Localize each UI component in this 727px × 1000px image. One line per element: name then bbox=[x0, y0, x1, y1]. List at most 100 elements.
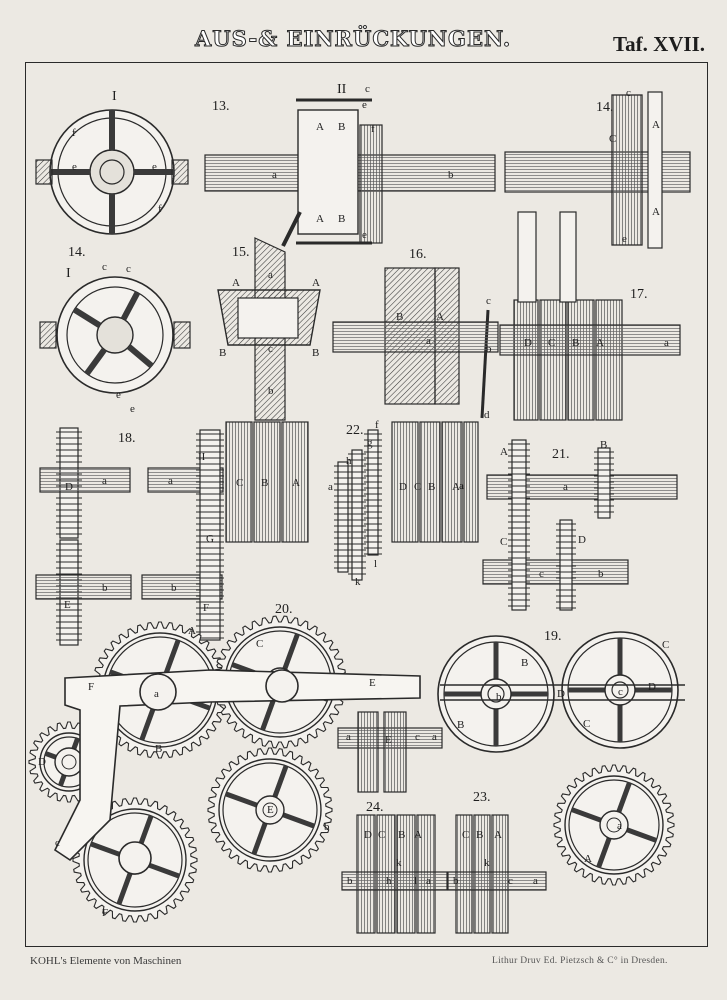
part-label: f bbox=[158, 203, 162, 215]
figure-23-shaft bbox=[447, 871, 547, 891]
part-label: D bbox=[557, 688, 565, 700]
ring-hub bbox=[89, 149, 135, 195]
wheel-bore bbox=[487, 685, 505, 703]
figure-number: 15. bbox=[232, 245, 250, 260]
gear-rim bbox=[564, 775, 664, 875]
gear-spoke bbox=[272, 764, 289, 799]
part-label: b bbox=[448, 169, 454, 181]
part-label: D bbox=[38, 756, 46, 768]
lever-arm-body bbox=[53, 669, 421, 862]
ring-spoke bbox=[84, 347, 107, 376]
part-label: B bbox=[312, 347, 319, 359]
part-label: b bbox=[102, 582, 108, 594]
lever-pivot bbox=[139, 673, 177, 711]
footer-credit-book: KOHL's Elemente von Maschinen bbox=[30, 955, 182, 967]
part-label: B bbox=[338, 213, 345, 225]
part-label: a bbox=[272, 169, 277, 181]
part-label: C bbox=[378, 829, 385, 841]
part-label: a bbox=[459, 480, 464, 492]
gear-spoke bbox=[224, 791, 259, 808]
gear-side bbox=[337, 461, 349, 573]
coupling-disc bbox=[611, 94, 643, 246]
coupling-body bbox=[297, 109, 359, 235]
pulley-face bbox=[567, 299, 595, 421]
figure-13-coupling bbox=[281, 98, 383, 247]
pulley-face bbox=[419, 421, 441, 543]
part-label: A bbox=[414, 829, 422, 841]
part-label: b bbox=[453, 875, 459, 887]
figure-14-coupling bbox=[611, 91, 663, 249]
ring-lug bbox=[171, 159, 189, 185]
part-label: B bbox=[521, 657, 528, 669]
part-label: A bbox=[292, 477, 300, 489]
figure-number: 19. bbox=[544, 629, 562, 644]
part-label: c bbox=[539, 568, 544, 580]
coupling-disc bbox=[359, 124, 383, 244]
figure-number: 14. bbox=[68, 245, 86, 260]
part-label: C bbox=[236, 477, 243, 489]
part-label: E bbox=[64, 599, 71, 611]
pulley-face bbox=[595, 299, 623, 421]
part-label: a bbox=[346, 731, 351, 743]
part-label: b bbox=[486, 343, 492, 355]
figure-17-shaft bbox=[499, 324, 681, 356]
part-label: a bbox=[426, 335, 431, 347]
part-label: D bbox=[578, 534, 586, 546]
part-label: a bbox=[426, 875, 431, 887]
gear-bore bbox=[606, 817, 622, 833]
gear-spoke bbox=[596, 836, 612, 869]
part-label: B bbox=[457, 719, 464, 731]
ring-spoke bbox=[126, 344, 154, 369]
pulley-face bbox=[281, 421, 309, 543]
part-label: A bbox=[232, 277, 240, 289]
figure-18-shaft-a bbox=[39, 467, 131, 493]
figure-21-gear-A bbox=[508, 439, 530, 611]
part-label: C bbox=[548, 337, 555, 349]
figure-15-section bbox=[217, 237, 321, 421]
gear-spoke bbox=[137, 814, 154, 849]
gear-side bbox=[367, 429, 379, 556]
figure-number: 22. bbox=[346, 423, 364, 438]
part-label: E bbox=[385, 734, 392, 746]
gear-rim-inner bbox=[222, 762, 318, 858]
gear-hub bbox=[255, 795, 285, 825]
part-label: g bbox=[367, 437, 373, 449]
part-label: c bbox=[365, 83, 370, 95]
part-label: A bbox=[452, 481, 460, 493]
gear-spoke bbox=[146, 862, 181, 879]
part-label: e bbox=[152, 161, 157, 173]
part-label: h bbox=[386, 875, 392, 887]
figure-19-gear-a bbox=[553, 764, 675, 886]
part-label: c bbox=[102, 261, 107, 273]
part-label: l bbox=[414, 875, 417, 887]
part-label: E bbox=[267, 804, 274, 816]
lever-pivot bbox=[265, 669, 299, 703]
gear-spoke bbox=[44, 751, 58, 760]
wheel-hub bbox=[604, 674, 636, 706]
gear-side bbox=[511, 439, 527, 611]
part-label: A bbox=[584, 853, 592, 865]
part-label: A bbox=[316, 213, 324, 225]
gear-rim-inner bbox=[87, 812, 183, 908]
coupling-plate bbox=[647, 91, 663, 249]
pulley-face bbox=[225, 421, 253, 543]
part-label: e bbox=[130, 403, 135, 415]
figure-14-I-ring bbox=[39, 276, 191, 394]
part-label: A bbox=[652, 206, 660, 218]
part-label: F bbox=[88, 681, 94, 693]
part-label: b bbox=[268, 385, 274, 397]
figure-number: 17. bbox=[630, 287, 648, 302]
gear-spoke bbox=[282, 633, 300, 671]
figure-20-lever-arm bbox=[53, 669, 421, 875]
figure-17-pulleys bbox=[513, 299, 623, 421]
gear-rim bbox=[83, 808, 187, 912]
figure-21-gear-B bbox=[594, 447, 614, 519]
pulley-face bbox=[441, 421, 463, 543]
figure-number: I bbox=[112, 89, 117, 104]
coupling-lever bbox=[281, 211, 302, 247]
part-label: d bbox=[484, 409, 490, 421]
part-label: F bbox=[102, 907, 108, 919]
section-core bbox=[237, 297, 299, 339]
